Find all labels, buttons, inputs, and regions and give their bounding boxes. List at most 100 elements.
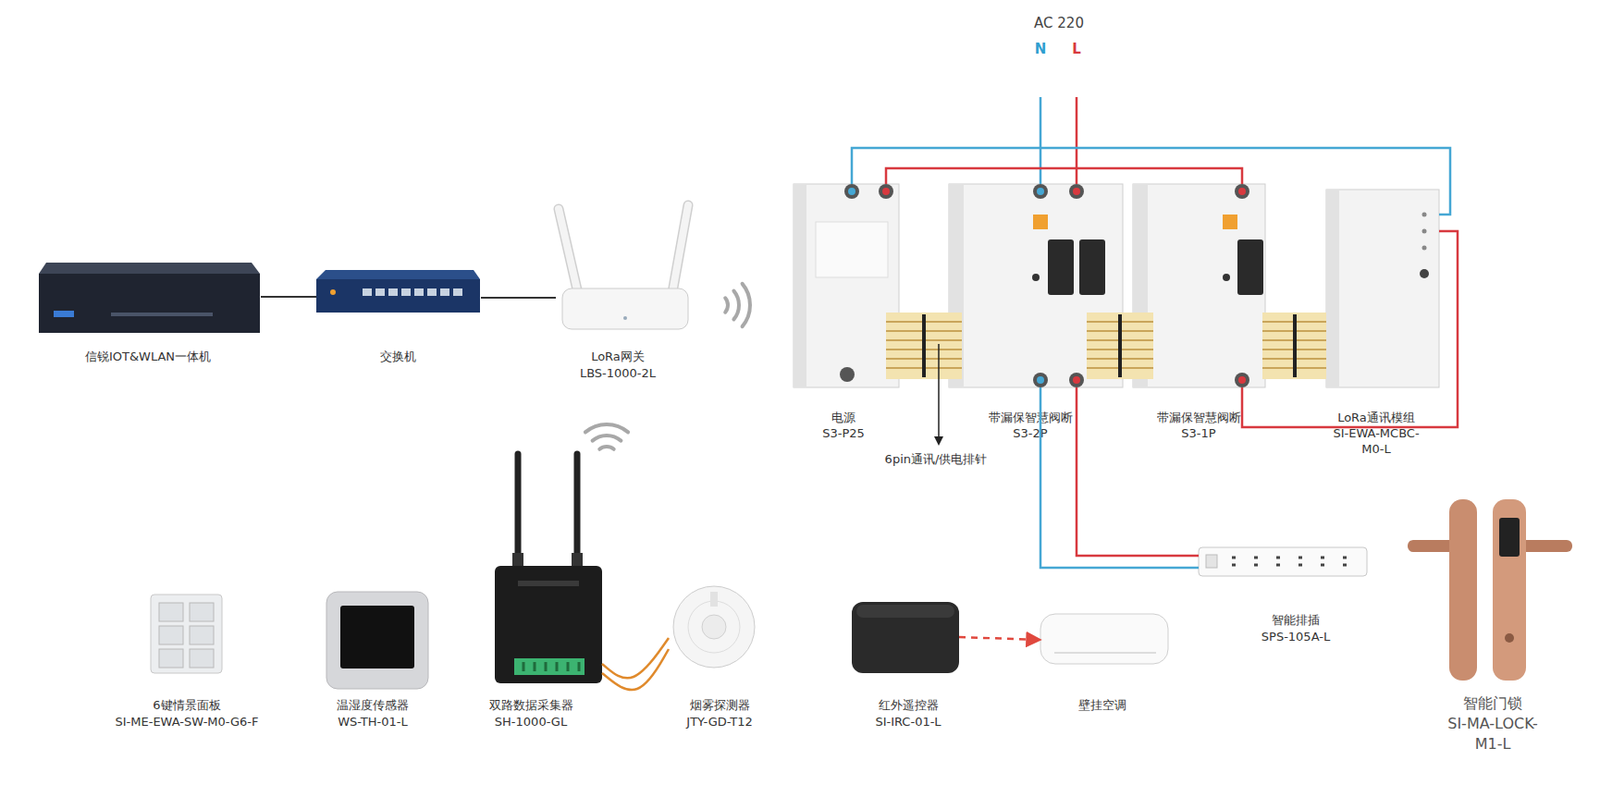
detector-ring <box>688 601 740 653</box>
status-button <box>1419 269 1429 279</box>
comb-bar <box>1118 314 1122 378</box>
network-switch: 交换机 <box>316 270 481 313</box>
strip-sockets <box>1231 557 1347 566</box>
panel-key <box>159 626 184 645</box>
terminal <box>878 184 894 199</box>
antenna <box>515 454 522 567</box>
collector-plate <box>517 580 579 587</box>
data-collector: 双路数据采集器SH-1000-GL <box>494 566 603 684</box>
antenna <box>574 454 581 567</box>
device-caption: LoRa网关LBS-1000-2L <box>543 348 692 382</box>
lock-plate <box>1449 499 1477 681</box>
strip-body <box>1198 547 1367 577</box>
live-wire <box>1075 97 1079 185</box>
switch-port <box>453 288 463 296</box>
gateway-drawing <box>558 205 689 330</box>
detector-ring <box>701 615 727 640</box>
ir-remote-drawing <box>851 602 960 674</box>
device-name: 双路数据采集器 <box>461 697 601 714</box>
smoke-detector: 烟雾探测器JTY-GD-T12 <box>668 586 761 669</box>
comb-body <box>886 312 962 380</box>
switch-port <box>427 288 437 296</box>
indicator <box>1032 273 1040 282</box>
iot-appliance: 信锐IOT&WLAN一体机 <box>38 259 261 338</box>
switch-port <box>440 288 450 296</box>
terminal <box>1033 184 1048 199</box>
live-wire <box>1076 387 1199 556</box>
pin-header-label: 6pin通讯/供电排针 <box>885 451 988 468</box>
comb-body <box>1262 312 1327 380</box>
module-side <box>1326 189 1340 388</box>
device-name: 壁挂空调 <box>1037 697 1168 714</box>
appliance-detail <box>110 312 213 317</box>
appliance-top <box>38 262 260 274</box>
comb-bar <box>1292 314 1297 378</box>
signal-arc <box>592 435 622 442</box>
terminal <box>1036 376 1045 384</box>
leader-line <box>937 344 940 441</box>
device-name: 6键情景面板 <box>85 697 289 714</box>
model-number: LBS-1000-2L <box>543 365 692 382</box>
ir-body <box>851 602 960 674</box>
breaker-toggle <box>1079 239 1106 296</box>
device-caption: 智能排插SPS-105A-L <box>1221 612 1370 646</box>
device-caption: LoRa通讯模组SI-EWA-MCBC- M0-L <box>1324 409 1428 457</box>
terminal-screws <box>523 662 579 672</box>
device-caption: 智能门锁SI-MA-LOCK- M1-L <box>1431 693 1554 755</box>
door-lock-drawing <box>1407 499 1573 681</box>
ir-remote: 红外遥控器SI-IRC-01-L <box>851 602 960 674</box>
terminal <box>1072 187 1081 196</box>
panel-key <box>189 603 214 622</box>
device-caption: 6键情景面板SI-ME-EWA-SW-M0-G6-F <box>85 697 289 731</box>
voltage-label: AC 220 <box>1033 14 1084 32</box>
breaker-toggle <box>1237 239 1264 296</box>
device-caption: 烟雾探测器JTY-GD-T12 <box>654 697 785 731</box>
pin-comb <box>1262 312 1327 380</box>
device-caption: 红外遥控器SI-IRC-01-L <box>843 697 973 731</box>
smoke-detector-drawing <box>673 586 755 668</box>
indicator <box>1222 273 1231 282</box>
signal-arc <box>742 283 751 327</box>
module-side <box>793 184 807 388</box>
device-name: 信锐IOT&WLAN一体机 <box>27 348 269 366</box>
terminal <box>844 184 860 199</box>
lock-keyhole <box>1504 633 1514 643</box>
device-name: 电源 <box>792 409 895 426</box>
sensor-drawing <box>326 591 429 690</box>
appliance-front <box>38 273 260 333</box>
terminal <box>848 187 856 196</box>
device-caption: 交换机 <box>323 348 472 366</box>
switch-port <box>362 288 372 296</box>
neutral-wire <box>1040 387 1199 568</box>
model-number: SI-EWA-MCBC- M0-L <box>1324 425 1428 457</box>
scene-panel: 6键情景面板SI-ME-EWA-SW-M0-G6-F <box>150 594 222 674</box>
terminal <box>1033 372 1048 388</box>
power-strip: 智能排插SPS-105A-L <box>1198 547 1367 577</box>
panel-key <box>189 649 214 668</box>
switch-port <box>401 288 411 296</box>
signal-wire <box>602 649 669 690</box>
model-number: S3-1P <box>1129 425 1268 442</box>
device-name: LoRa网关 <box>543 348 692 366</box>
antenna-base <box>571 553 583 568</box>
ac-vent <box>1054 652 1157 654</box>
signal-arc <box>725 297 728 312</box>
live-wire <box>1242 231 1458 428</box>
status-led <box>1422 212 1428 218</box>
switch-port <box>375 288 385 296</box>
appliance-logo <box>53 310 74 318</box>
model-number: JTY-GD-T12 <box>654 713 785 731</box>
appliance-drawing <box>38 262 260 333</box>
device-name: 带漏保智慧阀断 <box>1129 409 1268 426</box>
antenna <box>558 209 579 298</box>
device-name: 智能门锁 <box>1431 693 1554 714</box>
signal-arc <box>599 446 614 450</box>
network-cable <box>260 295 317 298</box>
neutral-wire <box>1039 97 1043 185</box>
leader-arrowhead <box>934 436 944 446</box>
neutral-label: N <box>1034 40 1047 58</box>
